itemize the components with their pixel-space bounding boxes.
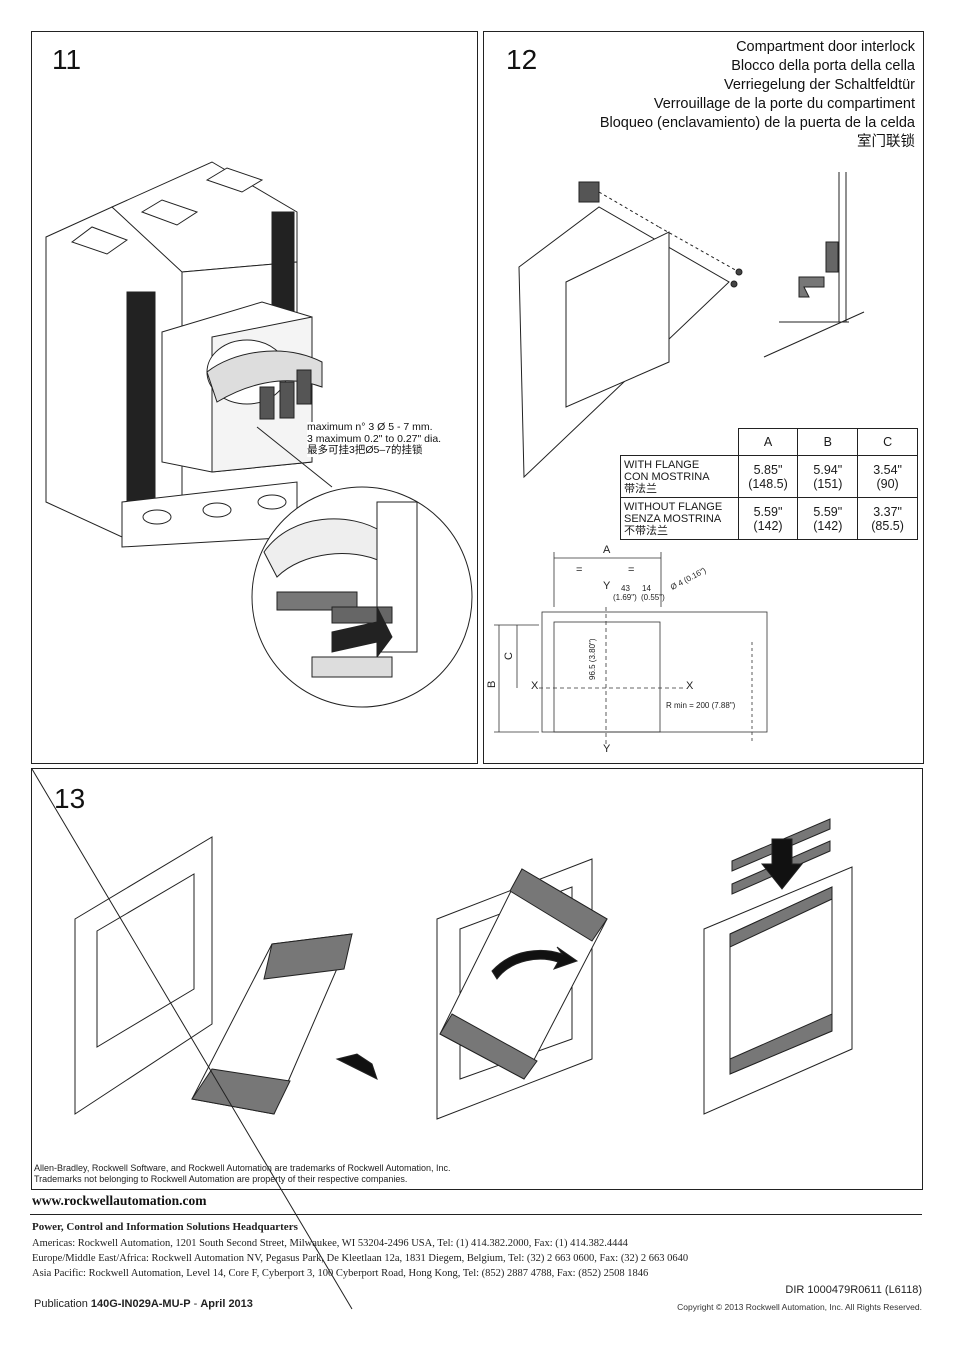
cell-b: 5.59"(142) — [797, 497, 859, 540]
trademark-line-1: Allen-Bradley, Rockwell Software, and Ro… — [34, 1163, 451, 1173]
padlock-note: maximum n° 3 Ø 5 - 7 mm. 3 maximum 0.2" … — [307, 421, 442, 457]
dim-label-b: B — [486, 680, 498, 688]
frame-installation-illustration — [31, 768, 853, 1310]
axis-label-y-top: Y — [603, 580, 611, 592]
header-b: B — [797, 428, 859, 456]
step-number-12: 12 — [506, 44, 538, 75]
title-zh: 室门联锁 — [857, 134, 915, 150]
title-fr: Verrouillage de la porte du compartiment — [653, 96, 915, 112]
pub-separator: - — [193, 1298, 198, 1310]
title-de: Verriegelung der Schaltfeldtür — [723, 77, 915, 93]
table-row: WITHOUT FLANGE SENZA MOSTRINA 不带法兰 5.59"… — [620, 497, 918, 540]
axis-label-x-right: X — [686, 680, 694, 692]
dim-43: 43 — [621, 584, 630, 593]
cell-c: 3.54"(90) — [857, 455, 918, 498]
dim-14: 14 — [642, 584, 651, 593]
hq-emea: Europe/Middle East/Africa: Rockwell Auto… — [32, 1253, 689, 1264]
title-it: Blocco della porta della cella — [731, 58, 915, 74]
padlock-note-line-2: 3 maximum 0.2" to 0.27" dia. — [307, 432, 442, 445]
dim-label-a: A — [603, 544, 611, 556]
header-c: C — [857, 428, 918, 456]
panel-12: 12 Compartment door interlock Blocco del… — [483, 31, 924, 764]
copyright: Copyright © 2013 Rockwell Automation, In… — [677, 1302, 922, 1312]
cell-a: 5.85"(148.5) — [737, 455, 799, 498]
pub-prefix: Publication — [34, 1298, 88, 1310]
title-es: Bloqueo (enclavamiento) de la puerta de … — [599, 115, 915, 131]
panel-13: 13 Allen-Bradl — [31, 768, 923, 1310]
hq-americas: Americas: Rockwell Automation, 1201 Sout… — [32, 1238, 628, 1249]
door-interlock-illustration — [494, 172, 865, 747]
website-link[interactable]: www.rockwellautomation.com — [32, 1193, 207, 1208]
table-row: WITH FLANGE CON MOSTRINA 带法兰 5.85"(148.5… — [620, 455, 918, 498]
pub-date: April 2013 — [200, 1298, 253, 1310]
padlock-note-line-1: maximum n° 3 Ø 5 - 7 mm. — [307, 421, 433, 433]
cell-b: 5.94"(151) — [797, 455, 859, 498]
padlock-note-line-3: 最多可挂3把Ø5–7的挂锁 — [307, 444, 423, 456]
dim-height: 96.5 (3.80") — [588, 638, 597, 680]
publication-info: Publication 140G-IN029A-MU-P - April 201… — [34, 1298, 253, 1310]
table-header-row: A B C — [621, 428, 918, 456]
trademark-notice: Allen-Bradley, Rockwell Software, and Ro… — [34, 1163, 451, 1185]
pub-number: 140G-IN029A-MU-P — [90, 1298, 191, 1310]
dim-14-in: (0.55") — [641, 593, 665, 602]
dimensions-table: A B C WITH FLANGE CON MOSTRINA 带法兰 5.85"… — [620, 428, 918, 540]
dir-number: DIR 1000479R0611 (L6118) — [785, 1284, 922, 1296]
trademark-line-2: Trademarks not belonging to Rockwell Aut… — [34, 1174, 408, 1184]
footer-divider — [30, 1214, 922, 1215]
dim-radius: R min = 200 (7.88") — [666, 701, 736, 710]
axis-label-x-left: X — [531, 680, 539, 692]
panel-12-titles: Compartment door interlock Blocco della … — [600, 38, 915, 152]
header-a: A — [737, 428, 799, 456]
cell-c: 3.37"(85.5) — [857, 497, 918, 540]
circuit-breaker-illustration — [45, 161, 473, 708]
panel-11: 11 — [31, 31, 478, 764]
dim-label-c: C — [503, 652, 515, 660]
step-number-11: 11 — [52, 44, 82, 75]
hq-title: Power, Control and Information Solutions… — [32, 1221, 298, 1233]
cell-a: 5.59"(142) — [737, 497, 799, 540]
row-label-without-flange: WITHOUT FLANGE SENZA MOSTRINA 不带法兰 — [620, 497, 739, 540]
dim-equal-left: = — [576, 564, 583, 576]
step-number-13: 13 — [54, 783, 86, 814]
axis-label-y-bottom: Y — [603, 743, 611, 755]
dim-43-in: (1.69") — [613, 593, 637, 602]
hq-asia: Asia Pacific: Rockwell Automation, Level… — [32, 1268, 649, 1279]
title-en: Compartment door interlock — [736, 39, 915, 55]
dim-equal-right: = — [628, 564, 635, 576]
row-label-with-flange: WITH FLANGE CON MOSTRINA 带法兰 — [620, 455, 739, 498]
